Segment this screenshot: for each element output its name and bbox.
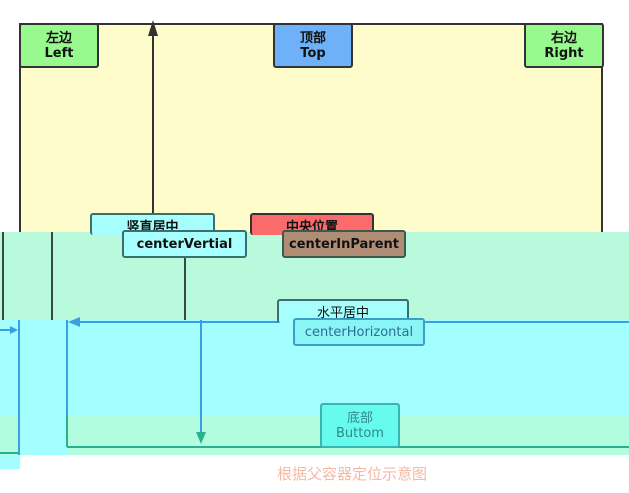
bottom-box: 底部 Buttom <box>320 403 400 448</box>
band-overlay-gap <box>20 415 68 455</box>
band-overlay-4 <box>0 455 20 469</box>
center-vertical-en: centerVertial <box>136 237 233 252</box>
top-box-cn: 顶部 <box>299 31 326 46</box>
center-horizontal-en: centerHorizontal <box>304 325 414 340</box>
left-blue-stub-arrowhead <box>10 326 18 334</box>
top-box: 顶部 Top <box>273 23 353 68</box>
center-in-parent-box: centerInParent <box>282 230 406 258</box>
bottom-box-en: Buttom <box>336 426 384 441</box>
bottom-box-cn: 底部 <box>346 411 373 426</box>
vertical-arrowhead-up <box>148 20 158 36</box>
center-in-parent-en: centerInParent <box>289 237 399 252</box>
center-horizontal-box: centerHorizontal <box>293 318 425 346</box>
left-box: 左边 Left <box>19 23 99 68</box>
center-vertical-box: centerVertial <box>122 230 247 258</box>
left-box-cn: 左边 <box>45 31 72 46</box>
diagram-caption: 根据父容器定位示意图 <box>276 465 427 483</box>
band-overlay-3 <box>0 415 629 455</box>
right-box-en: Right <box>544 46 584 61</box>
band-overlay-white <box>20 455 535 493</box>
horizontal-blue-arrowhead <box>68 317 80 327</box>
center-blue-down-arrowhead <box>196 432 206 444</box>
left-box-en: Left <box>44 46 74 61</box>
right-box-cn: 右边 <box>550 31 577 46</box>
center-horizontal-cn: 水平居中 <box>316 306 369 321</box>
top-box-en: Top <box>300 46 326 61</box>
right-box: 右边 Right <box>524 23 604 68</box>
